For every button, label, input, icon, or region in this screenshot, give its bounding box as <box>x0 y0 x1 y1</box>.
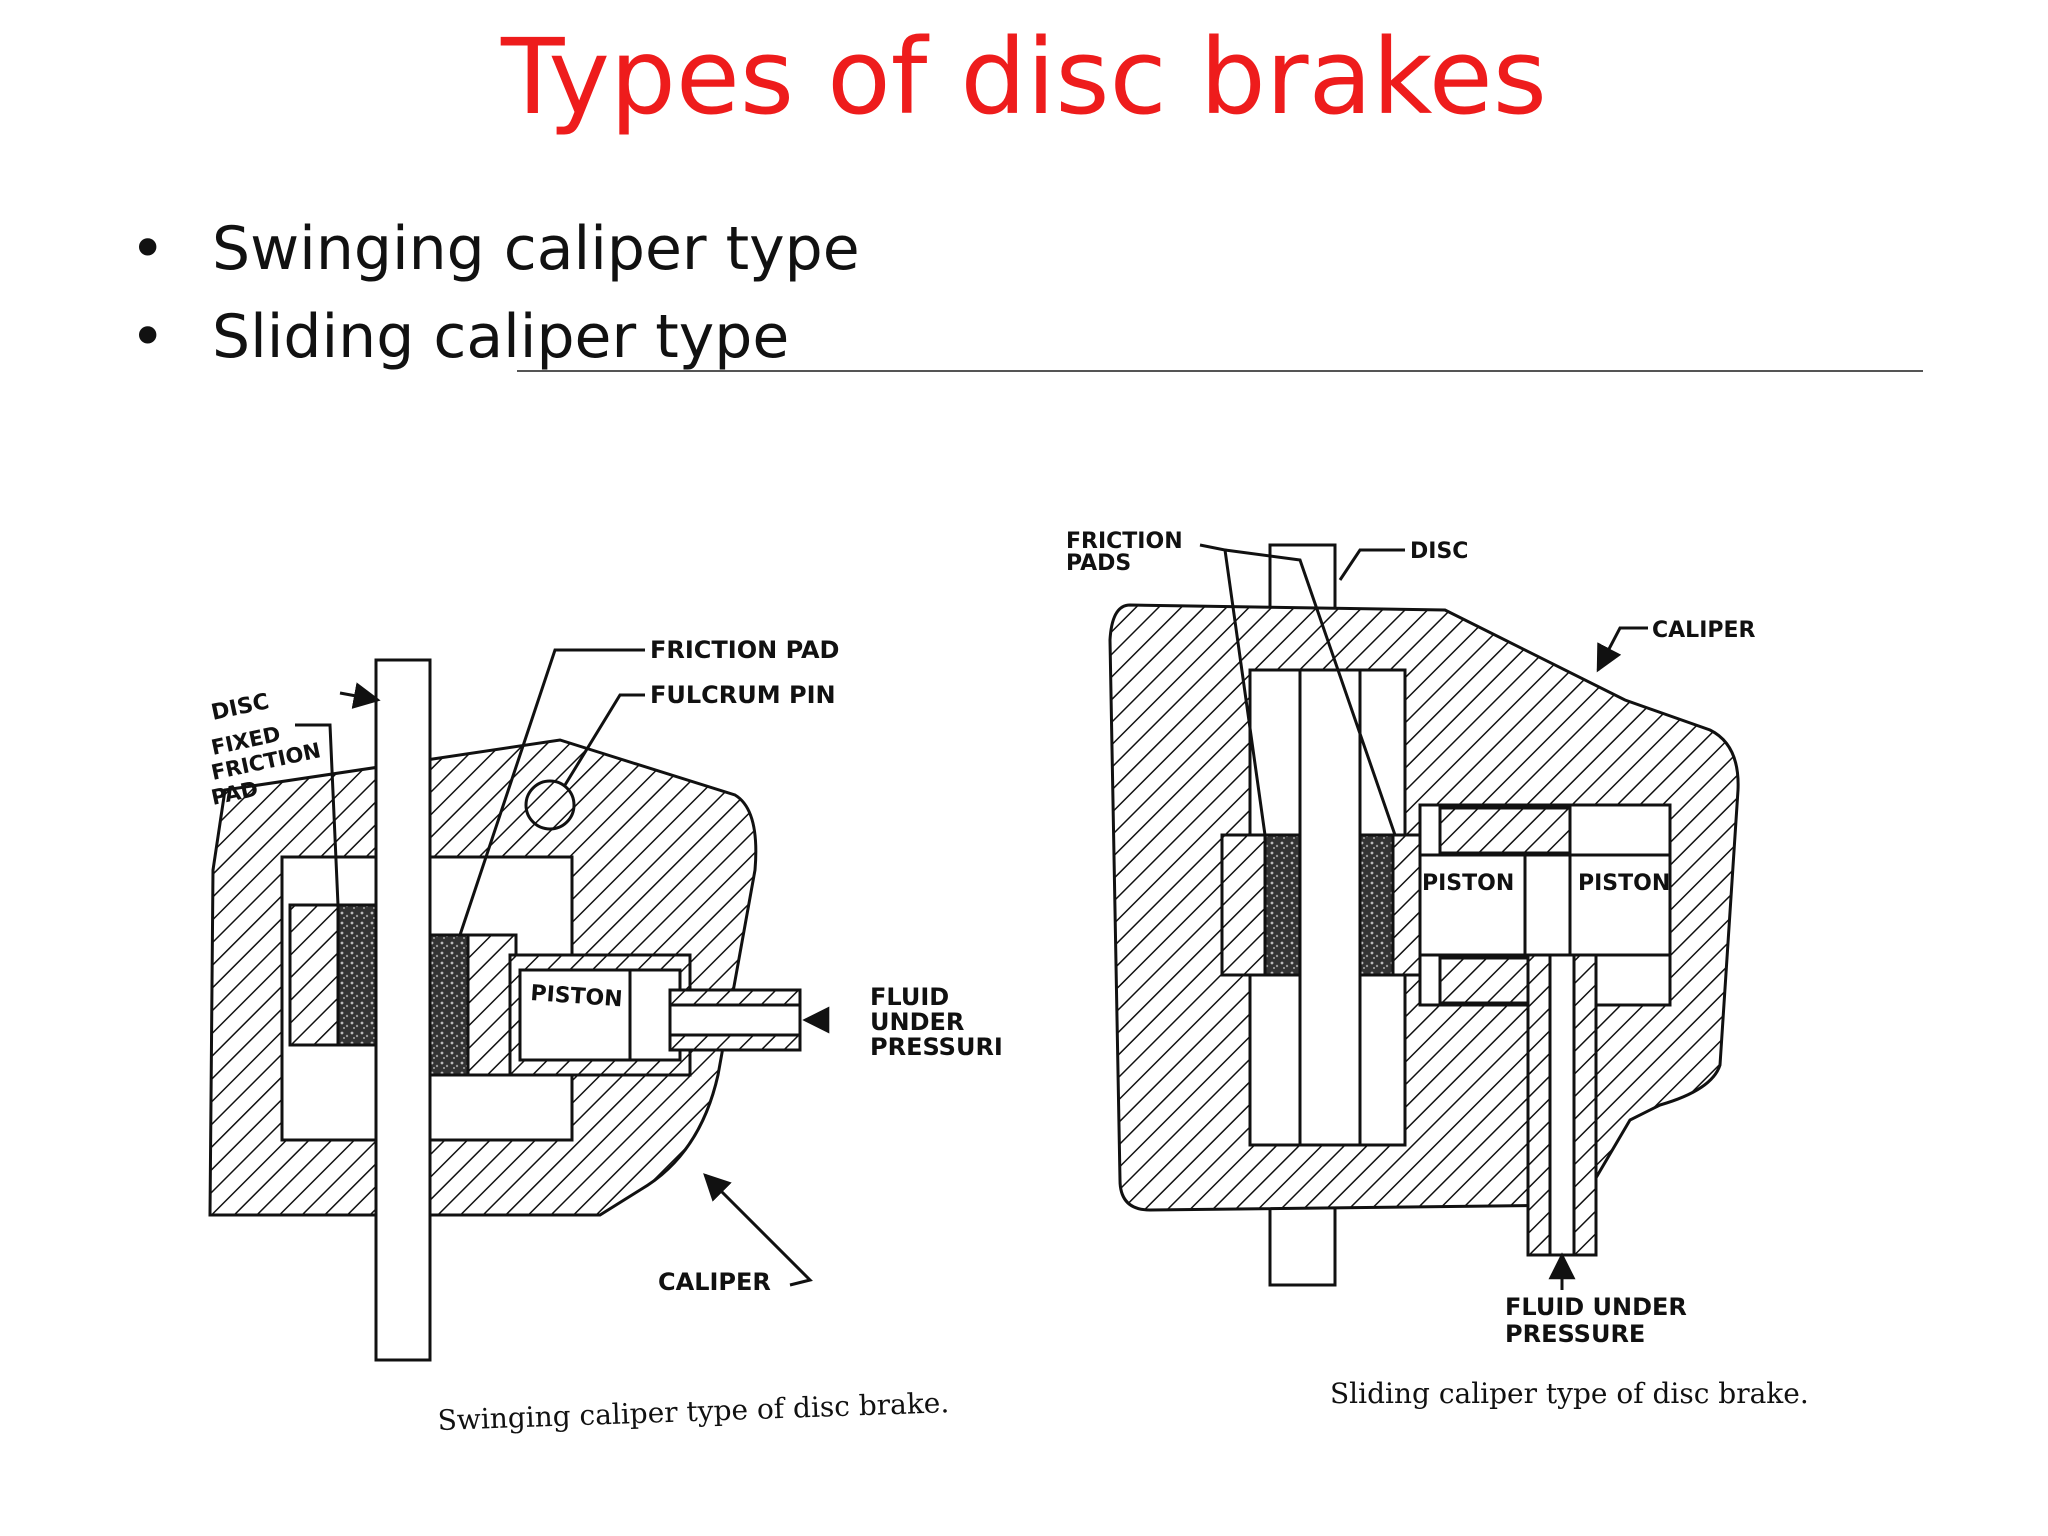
sliding-label-friction-pads-1: FRICTION <box>1066 529 1183 554</box>
swinging-caption: Swinging caliper type of disc brake. <box>437 1386 950 1437</box>
sliding-right-pad-lining <box>1358 833 1397 977</box>
bullet-item: • Sliding caliper type <box>130 293 860 381</box>
sliding-disc-top <box>1268 543 1337 617</box>
sliding-left-pad-lining <box>1263 833 1302 977</box>
bullet-list: • Swinging caliper type • Sliding caliper … <box>130 205 860 381</box>
swinging-fulcrum-pin <box>524 779 576 831</box>
sliding-label-disc: DISC <box>1410 539 1468 564</box>
sliding-label-piston-left: PISTON <box>1422 871 1514 896</box>
swinging-piston <box>518 968 682 1062</box>
sliding-label-fluid-1: FLUID UNDER <box>1505 1293 1687 1321</box>
slide-title: Types of disc brakes <box>501 16 1547 138</box>
swinging-label-fluid-1: FLUID <box>870 983 949 1011</box>
swinging-label-caliper: CALIPER <box>658 1268 771 1296</box>
swinging-label-disc: DISC <box>209 689 271 726</box>
bullet-dot: • <box>130 302 166 372</box>
bullet-dot: • <box>130 214 166 284</box>
sliding-label-caliper: CALIPER <box>1652 618 1756 643</box>
bullet-text: Sliding caliper type <box>212 302 790 372</box>
sliding-label-fluid-2: PRESSURE <box>1505 1320 1645 1348</box>
sliding-disc-bottom <box>1268 1193 1337 1287</box>
sliding-left-pad-backing <box>1220 833 1269 977</box>
sliding-label-friction-pads-2: PADS <box>1066 551 1131 576</box>
swinging-fixed-pad-backing <box>288 903 342 1047</box>
swinging-fixed-pad-lining <box>336 903 378 1047</box>
sliding-label-piston-right: PISTON <box>1578 871 1670 896</box>
swinging-label-fluid-3: PRESSURI <box>870 1033 1003 1061</box>
bullet-item: • Swinging caliper type <box>130 205 860 293</box>
swinging-caliper-diagram <box>208 648 830 1362</box>
swinging-disc <box>374 658 432 1362</box>
swinging-label-fluid-2: UNDER <box>870 1008 964 1036</box>
sliding-caliper-diagram <box>1108 543 1740 1290</box>
swinging-label-fulcrum-pin: FULCRUM PIN <box>650 681 836 709</box>
sliding-cylinder-upper-hatch <box>1438 806 1572 855</box>
bullet-text: Swinging caliper type <box>212 214 860 284</box>
sliding-caption: Sliding caliper type of disc brake. <box>1330 1377 1809 1410</box>
horizontal-rule <box>517 370 1923 372</box>
swinging-label-friction-pad: FRICTION PAD <box>650 636 839 664</box>
swinging-friction-pad-lining <box>428 933 470 1077</box>
